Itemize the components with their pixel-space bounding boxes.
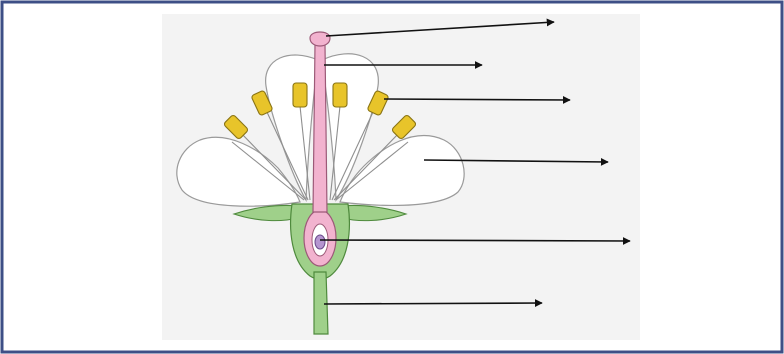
arrow-anther <box>384 99 570 100</box>
arrow-ovary <box>320 240 630 241</box>
arrow-stalk <box>324 303 542 304</box>
stigma <box>310 32 330 46</box>
ovule <box>315 235 325 249</box>
anther-3 <box>293 83 307 107</box>
anther-4 <box>333 83 347 107</box>
style <box>313 44 327 212</box>
stalk <box>314 272 328 334</box>
